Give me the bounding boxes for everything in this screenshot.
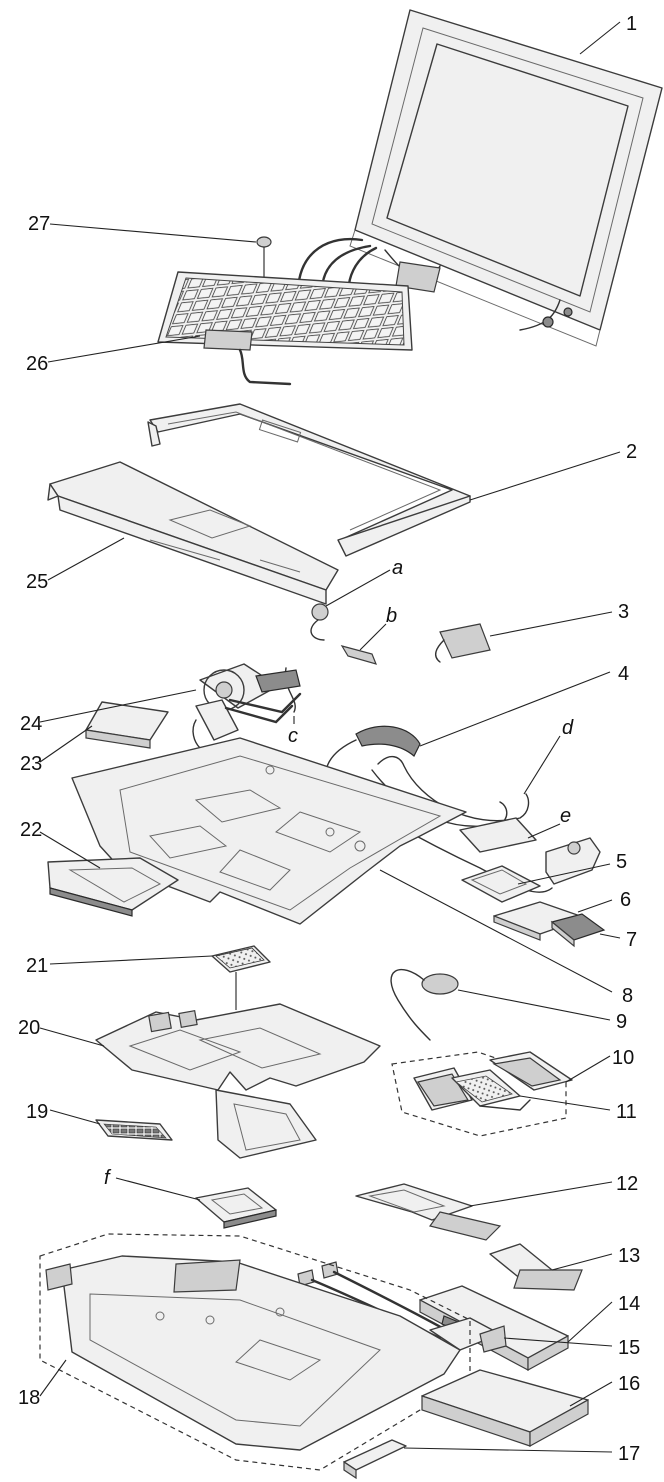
callout-19: 19	[26, 1101, 48, 1123]
callout-10: 10	[612, 1047, 634, 1069]
base-cover-assembly	[39, 1233, 471, 1471]
callout-21: 21	[26, 955, 48, 977]
leader-lines	[39, 21, 621, 1453]
callout-17: 17	[618, 1443, 640, 1465]
expresscard-module	[85, 701, 169, 749]
callout-22: 22	[20, 819, 42, 841]
part-a-speaker-connector	[310, 603, 329, 641]
memory-module	[95, 1119, 173, 1141]
callout-16: 16	[618, 1373, 640, 1395]
callout-2: 2	[626, 441, 637, 463]
callout-b: b	[386, 605, 397, 627]
callout-27: 27	[28, 213, 50, 235]
speaker-assembly	[434, 623, 491, 663]
fan-heatsink	[192, 663, 302, 749]
callout-5: 5	[616, 851, 627, 873]
keyboard-bezel	[147, 403, 471, 557]
part-f-heat-spreader	[195, 1187, 277, 1229]
part-e-card-cover	[459, 817, 537, 853]
flash-card	[489, 1243, 583, 1291]
callout-24: 24	[20, 713, 42, 735]
wan-card	[550, 913, 606, 948]
optical-drive	[421, 1369, 589, 1448]
callout-18: 18	[18, 1387, 40, 1409]
callout-13: 13	[618, 1245, 640, 1267]
card-slot-assembly	[47, 857, 179, 917]
callout-f: f	[104, 1167, 112, 1189]
cpu	[211, 945, 271, 1010]
callout-9: 9	[616, 1011, 627, 1033]
palm-rest	[47, 461, 339, 605]
callout-4: 4	[618, 663, 629, 685]
ultrabay-bracket	[355, 1183, 502, 1241]
callout-1: 1	[626, 13, 637, 35]
callout-c: c	[288, 725, 298, 747]
wireless-card-bracket	[461, 865, 541, 903]
callout-25: 25	[26, 571, 48, 593]
callout-labels: 1 27 26 2 25 a b 3 4 24 c d 23 22 e 5 6 …	[18, 13, 640, 1465]
callout-3: 3	[618, 601, 629, 623]
callout-12: 12	[616, 1173, 638, 1195]
callout-d: d	[562, 717, 574, 739]
callout-e: e	[560, 805, 571, 827]
callout-7: 7	[626, 929, 637, 951]
system-board	[95, 1003, 381, 1159]
callout-20: 20	[18, 1017, 40, 1039]
slot-cover	[343, 1439, 407, 1480]
part-b-bracket	[340, 645, 378, 665]
callout-a: a	[392, 557, 403, 579]
callout-15: 15	[618, 1337, 640, 1359]
callout-26: 26	[26, 353, 48, 375]
keyboard	[157, 271, 413, 386]
hdd-assembly	[391, 1051, 573, 1137]
callout-8: 8	[622, 985, 633, 1007]
backup-battery	[390, 969, 459, 1041]
callout-11: 11	[616, 1101, 637, 1123]
callout-23: 23	[20, 753, 42, 775]
callout-6: 6	[620, 889, 631, 911]
lcd-assembly	[296, 9, 663, 347]
callout-14: 14	[618, 1293, 640, 1315]
